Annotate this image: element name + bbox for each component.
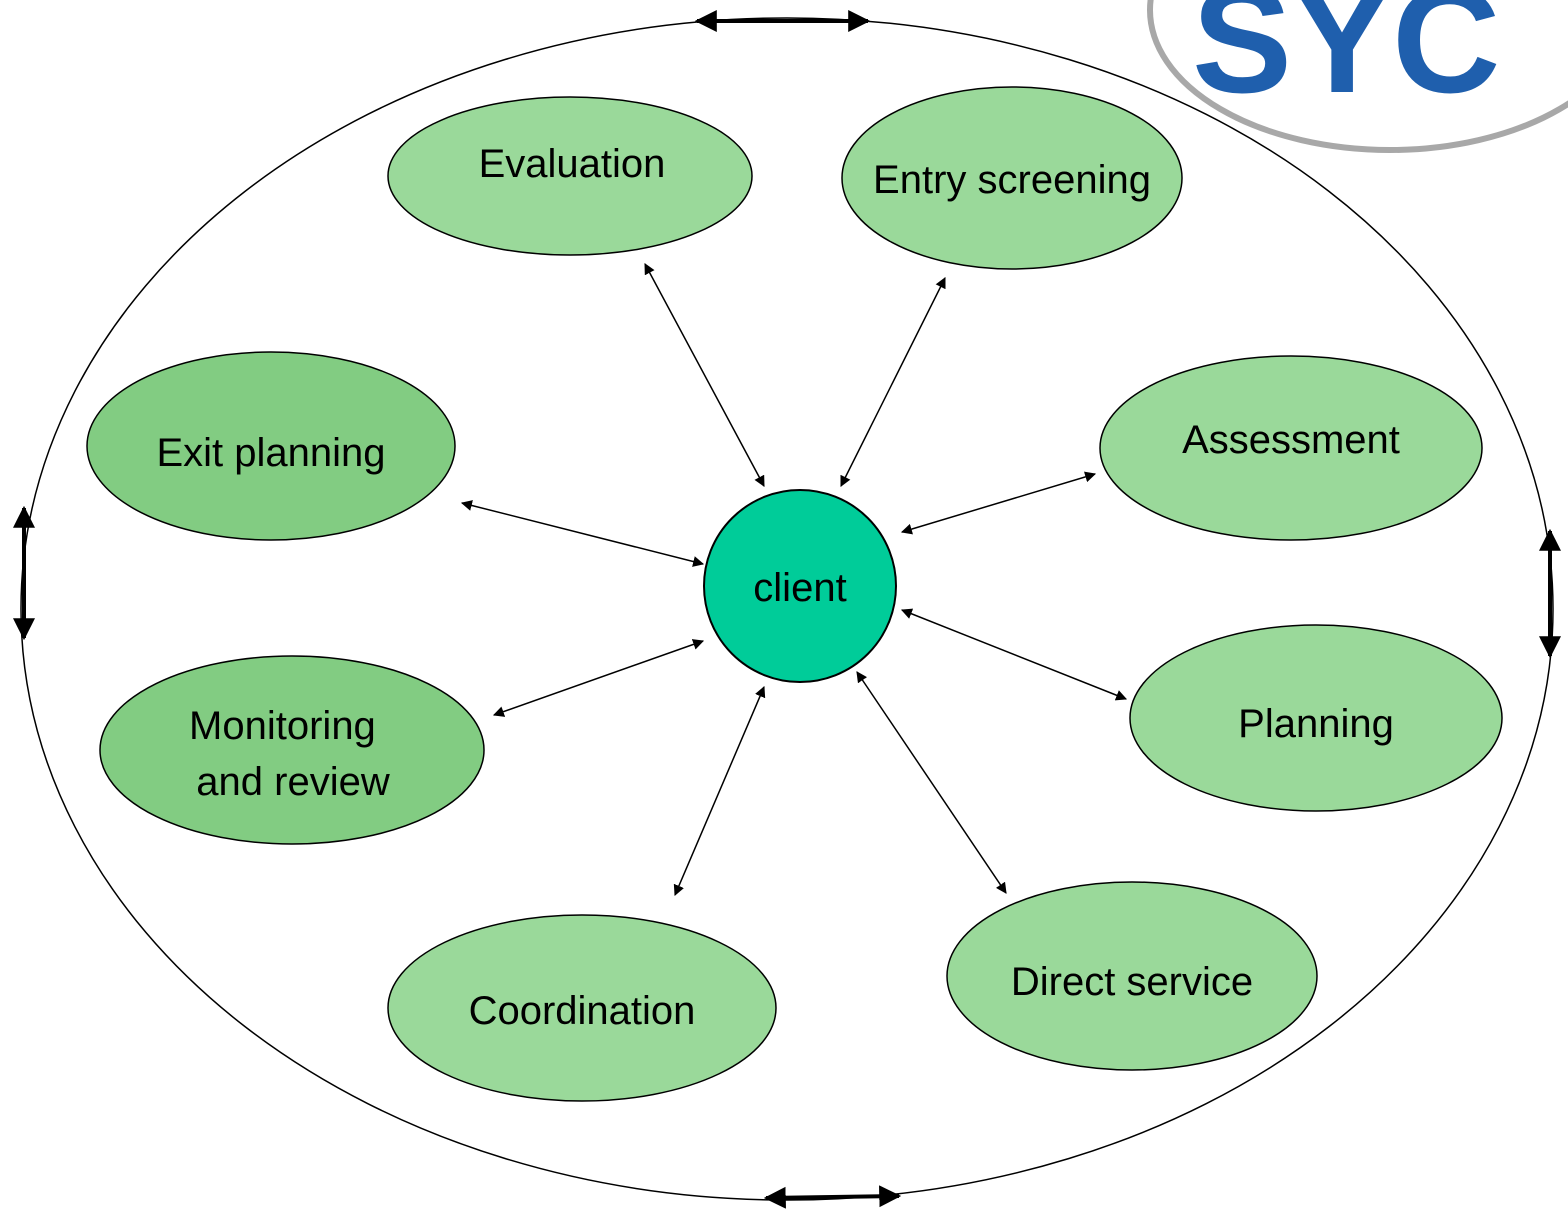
node-planning: Planning [1129, 624, 1503, 812]
client-label: client [753, 566, 846, 610]
connector-coordination [673, 685, 766, 897]
outer-cycle-arrows [13, 10, 1561, 1209]
node-label: Assessment [1182, 418, 1400, 462]
connector-evaluation [644, 263, 765, 487]
node-monitoring-review: Monitoring and review [99, 655, 485, 845]
node-assessment: Assessment [1099, 355, 1483, 541]
node-coordination: Coordination [387, 914, 777, 1102]
node-label-line-2: and review [196, 760, 390, 804]
node-direct-service: Direct service [946, 881, 1318, 1071]
node-label: Exit planning [156, 431, 385, 475]
connector-exit-planning [460, 500, 705, 567]
connector-entry-screening [840, 277, 946, 487]
node-label: Planning [1238, 702, 1394, 746]
logo-ring [1147, 0, 1568, 153]
node-label: Monitoring and review [189, 704, 390, 804]
connector-planning [900, 608, 1128, 701]
node-client: client [703, 489, 897, 683]
connectors [460, 263, 1128, 897]
node-label-line-1: Monitoring [189, 704, 376, 748]
connector-direct-service [856, 671, 1007, 894]
node-entry-screening: Entry screening [841, 86, 1183, 270]
connector-assessment [900, 471, 1097, 535]
connector-monitoring-review [492, 639, 705, 717]
node-label: Evaluation [479, 142, 666, 186]
node-evaluation: Evaluation [387, 96, 753, 256]
outer-arrow-bottom [763, 1185, 902, 1209]
logo-text: SYC [1192, 0, 1500, 124]
node-label: Entry screening [873, 158, 1151, 202]
node-label: Coordination [469, 989, 696, 1033]
logo: SYC [1147, 0, 1568, 153]
node-label: Direct service [1011, 960, 1253, 1004]
node-exit-planning: Exit planning [86, 351, 456, 541]
